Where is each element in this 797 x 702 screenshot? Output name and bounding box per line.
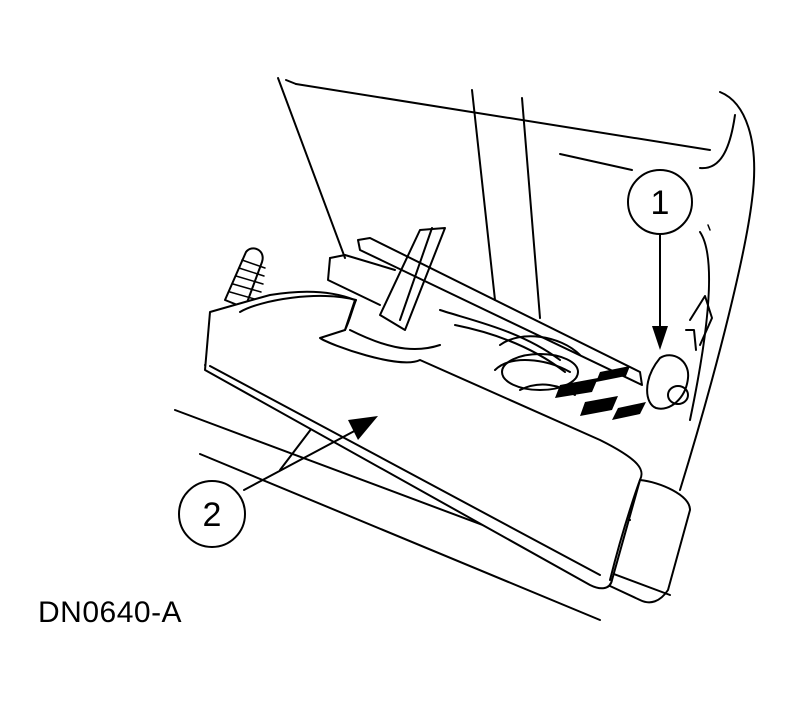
arrowhead-2 xyxy=(348,416,378,440)
figure-reference-code: DN0640-A xyxy=(38,596,183,629)
door-handle-housing xyxy=(204,290,691,604)
callout-1-label: 1 xyxy=(651,184,670,222)
callout-2: 2 xyxy=(178,480,246,548)
callout-2-label: 2 xyxy=(203,496,222,534)
callout-1: 1 xyxy=(627,169,693,235)
arrowhead-1 xyxy=(652,326,668,350)
leader-lines xyxy=(243,231,668,491)
door-frame xyxy=(277,77,756,491)
latch-mechanism xyxy=(327,227,713,420)
